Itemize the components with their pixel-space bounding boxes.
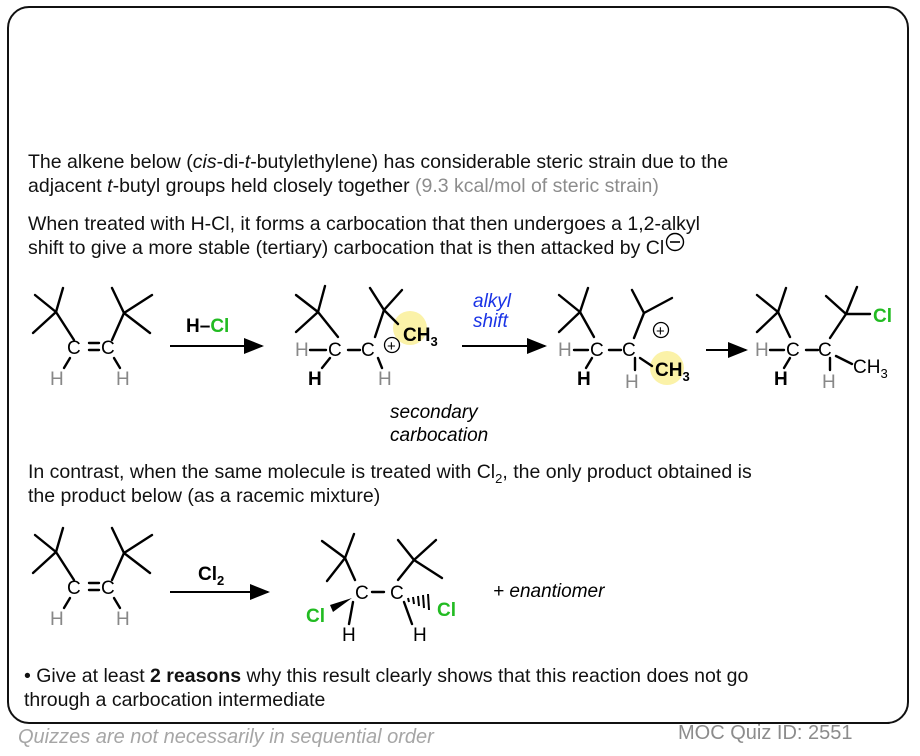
intro-t: t [244, 151, 251, 173]
atom-c: C [622, 340, 636, 361]
wedge-bond [330, 598, 352, 612]
atom-h: H [116, 369, 130, 390]
question-line-2: through a carbocation intermediate [24, 689, 326, 711]
intro-line-1: The alkene below (cis-di-t-butylethylene… [28, 150, 728, 174]
atom-h: H [625, 372, 639, 393]
steric-strain-note: (9.3 kcal/mol of steric strain) [415, 175, 659, 197]
starting-alkene-1 [31, 286, 154, 370]
chlorine-atom: Cl [873, 306, 892, 327]
hcl-line-2: shift to give a more stable (tertiary) c… [28, 232, 685, 260]
atom-c: C [67, 338, 81, 359]
plus-sign: + [656, 323, 665, 340]
atom-c: C [328, 340, 342, 361]
atom-c: C [390, 583, 404, 604]
atom-c: C [355, 583, 369, 604]
cl2-subscript: 2 [495, 470, 503, 486]
enantiomer-label: + enantiomer [493, 581, 605, 602]
atom-c: C [590, 340, 604, 361]
intro-text: adjacent [28, 175, 108, 197]
secondary-carbocation [294, 284, 404, 370]
intro-text: -butylethylene) has considerable steric … [250, 151, 729, 173]
methyl-highlight [393, 311, 427, 345]
cl2-line-2: the product below (as a racemic mixture) [28, 485, 381, 507]
methyl-group: CH3 [853, 357, 888, 381]
atom-c: C [818, 340, 832, 361]
atom-c: C [361, 340, 375, 361]
atom-h: H [342, 625, 356, 646]
atom-c: C [786, 340, 800, 361]
chlorine-atom: Cl [437, 600, 456, 621]
methyl-group: CH3 [403, 325, 438, 349]
methyl-highlight [650, 351, 684, 385]
atom-h: H [116, 609, 130, 630]
atom-h: H [308, 369, 322, 390]
starting-alkene-2 [31, 526, 154, 610]
cl2-line-1: In contrast, when the same molecule is t… [28, 460, 752, 491]
atom-h: H [822, 372, 836, 393]
negative-charge-icon [666, 232, 685, 252]
shift-label: alkyl [473, 291, 512, 312]
atom-h: H [378, 369, 392, 390]
positive-charge-icon [652, 321, 670, 339]
tertiary-carbocation [557, 286, 674, 372]
footer-note: Quizzes are not necessarily in sequentia… [18, 726, 434, 748]
atom-h: H [558, 340, 572, 361]
chlorine-atom: Cl [306, 606, 325, 627]
atom-h: H [755, 340, 769, 361]
cl2-text: , the only product obtained is [502, 461, 752, 483]
shift-label: shift [473, 311, 509, 332]
intro-text: The alkene below ( [28, 151, 193, 173]
positive-charge-icon [383, 336, 401, 354]
intro-text: -butyl groups held closely together [112, 175, 415, 197]
atom-h: H [50, 369, 64, 390]
intro-cis: cis [192, 151, 217, 173]
secondary-label: secondary [390, 402, 479, 423]
atom-h: H [413, 625, 427, 646]
atom-c: C [101, 338, 115, 359]
quiz-card [7, 6, 909, 724]
methyl-group: CH3 [655, 360, 690, 384]
cl2-text: In contrast, when the same molecule is t… [28, 461, 496, 483]
intro-text: -di- [216, 151, 245, 173]
dichloride-product [320, 532, 444, 626]
quiz-id: MOC Quiz ID: 2551 [678, 722, 853, 744]
intro-line-2: adjacent t-butyl groups held closely tog… [28, 174, 659, 198]
hcl-line-1: When treated with H-Cl, it forms a carbo… [28, 213, 700, 235]
question-line-1: • Give at least 2 reasons why this resul… [24, 664, 748, 688]
atom-h: H [295, 340, 309, 361]
plus-sign: + [387, 338, 396, 355]
intro-t: t [107, 175, 113, 197]
secondary-label: carbocation [390, 425, 488, 446]
atom-c: C [101, 578, 115, 599]
question-text: why this result clearly shows that this … [241, 665, 749, 687]
question-emphasis: 2 reasons [150, 665, 242, 687]
reagent-hcl: H–Cl [186, 316, 229, 337]
reagent-cl2: Cl2 [198, 564, 224, 588]
atom-c: C [67, 578, 81, 599]
atom-h: H [577, 369, 591, 390]
hcl-text: shift to give a more stable (tertiary) c… [28, 237, 665, 259]
chloride-product [755, 285, 872, 372]
atom-h: H [50, 609, 64, 630]
hash-bond [407, 593, 430, 611]
atom-h: H [774, 369, 788, 390]
question-text: • Give at least [24, 665, 151, 687]
